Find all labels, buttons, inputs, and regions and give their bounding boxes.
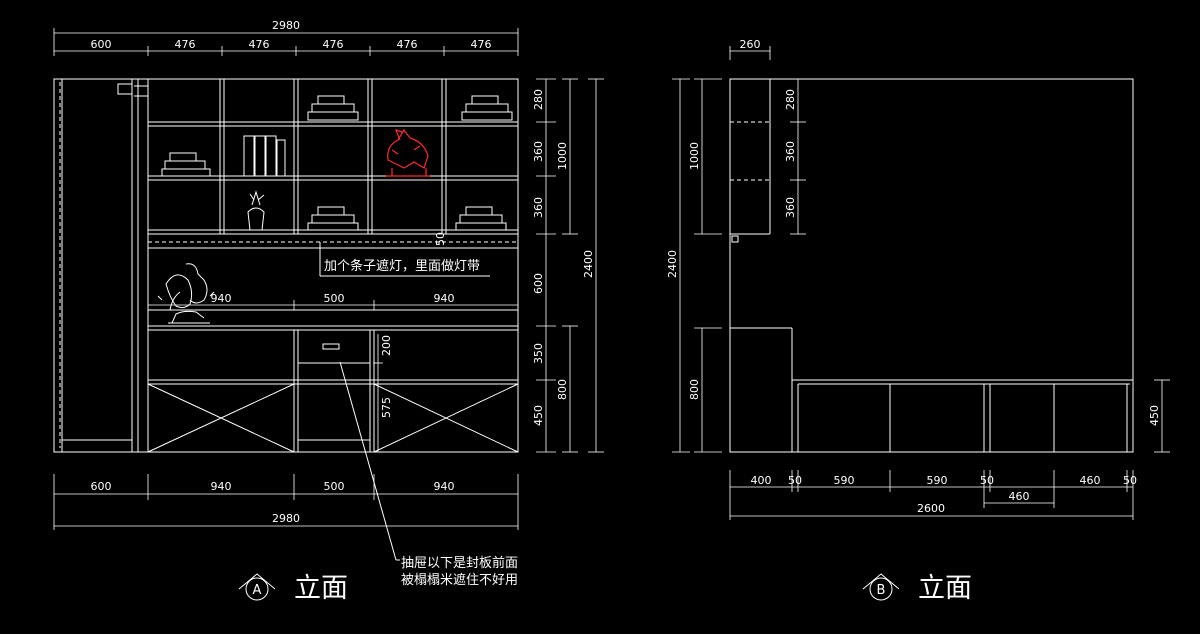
b-bottom-seg-2: 50 (788, 474, 802, 487)
b-top-dimension: 260 (729, 38, 771, 60)
a-drawer-note: 抽屉以下是封板前面 被榻榻米遮住不好用 (339, 361, 518, 588)
b-left-dimensions: 1000 2400 800 (666, 78, 722, 453)
a-top-seg-6: 476 (471, 38, 492, 51)
b-top-dim-label: 260 (740, 38, 761, 51)
b-upper-dim-280: 280 (784, 89, 797, 110)
elevation-b: 260 (666, 38, 1170, 604)
a-marker-letter: A (253, 583, 262, 598)
a-small-dim-50: 50 (434, 232, 447, 246)
b-outline (729, 78, 1134, 453)
a-drawer-note-line1: 抽屉以下是封板前面 (401, 555, 518, 571)
a-top-seg-5: 476 (397, 38, 418, 51)
a-right-dim-360a: 360 (532, 141, 545, 162)
b-left-dim-2400: 2400 (666, 250, 679, 278)
b-right-dim-450: 450 (1148, 405, 1161, 426)
a-drawer-note-line2: 被榻榻米遮住不好用 (401, 572, 518, 588)
elevation-a: 2980 600 476 476 476 476 476 (53, 19, 604, 604)
a-marker-circle-icon (245, 577, 269, 601)
a-bottom-seg-3: 500 (324, 480, 345, 493)
a-top-total-dimension: 2980 (53, 19, 519, 56)
a-drawer-dim-200: 200 (380, 335, 393, 356)
a-right-dim-280: 280 (532, 89, 545, 110)
a-right-dim-1000: 1000 (556, 142, 569, 170)
a-right-dim-360b: 360 (532, 197, 545, 218)
a-top-seg-1: 600 (91, 38, 112, 51)
b-bottom-seg-1: 400 (751, 474, 772, 487)
a-title-marker: A 立面 (238, 573, 348, 604)
a-cabinet-outline (53, 78, 519, 453)
b-upper-right-dimensions: 280 360 360 (784, 79, 806, 235)
a-top-seg-2: 476 (175, 38, 196, 51)
a-drawer-dimension: 200 575 (373, 334, 393, 452)
b-marker-circle-icon (869, 577, 893, 601)
a-right-dim-600: 600 (532, 273, 545, 294)
a-mid-dim-3: 940 (434, 292, 455, 305)
a-top-seg-4: 476 (323, 38, 344, 51)
a-red-horse-sculpture-icon (386, 128, 430, 177)
b-left-dim-1000: 1000 (688, 142, 701, 170)
a-decor-vase (247, 190, 265, 231)
a-decor-books (243, 135, 286, 177)
b-title: 立面 (918, 573, 972, 604)
b-bottom-seg-4: 590 (927, 474, 948, 487)
b-bottom-seg-5: 50 (980, 474, 994, 487)
b-bottom-total: 2600 (917, 502, 945, 515)
b-upper-dim-360a: 360 (784, 141, 797, 162)
a-mid-dimension: 940 500 940 (148, 292, 518, 310)
b-marker-arrow-icon (862, 573, 900, 590)
b-bottom-dimensions: 400 50 590 590 50 460 50 460 2600 (729, 470, 1137, 520)
b-right-side-dimension: 450 (1148, 379, 1170, 453)
a-crane-sculpture-icon (157, 263, 215, 324)
a-mid-dim-2: 500 (324, 292, 345, 305)
a-mid-dim-1: 940 (211, 292, 232, 305)
b-marker-letter: B (877, 583, 886, 598)
b-upper-dim-360b: 360 (784, 197, 797, 218)
a-marker-arrow-icon (238, 573, 276, 590)
a-bottom-total: 2980 (272, 512, 300, 525)
a-light-strip-note: 加个条子遮灯，里面做灯带 50 (319, 232, 490, 277)
a-title: 立面 (294, 573, 348, 604)
a-top-segment-dimension: 600 476 476 476 476 476 (54, 38, 518, 56)
a-right-dim-2400: 2400 (582, 250, 595, 278)
a-top-total-label: 2980 (272, 19, 300, 32)
b-bottom-seg-3: 590 (834, 474, 855, 487)
b-inner-dim-460: 460 (1009, 490, 1030, 503)
a-bottom-seg-1: 600 (91, 480, 112, 493)
a-bottom-seg-2: 940 (211, 480, 232, 493)
b-bottom-seg-6: 460 (1080, 474, 1101, 487)
a-right-dim-450: 450 (532, 405, 545, 426)
a-drawer-dim-575: 575 (380, 397, 393, 418)
a-bottom-seg-4: 940 (434, 480, 455, 493)
a-right-dim-800: 800 (556, 379, 569, 400)
b-bottom-seg-7: 50 (1123, 474, 1137, 487)
b-title-marker: B 立面 (862, 573, 972, 604)
a-right-dim-350: 350 (532, 343, 545, 364)
a-top-seg-3: 476 (249, 38, 270, 51)
a-right-dimensions: 280 360 360 1000 600 2400 350 800 450 (532, 78, 604, 453)
b-left-dim-800: 800 (688, 379, 701, 400)
a-light-strip-note-text: 加个条子遮灯，里面做灯带 (324, 258, 480, 274)
a-decor-boxes (161, 95, 513, 231)
a-bottom-dimensions: 600 940 500 940 2980 (53, 474, 519, 530)
